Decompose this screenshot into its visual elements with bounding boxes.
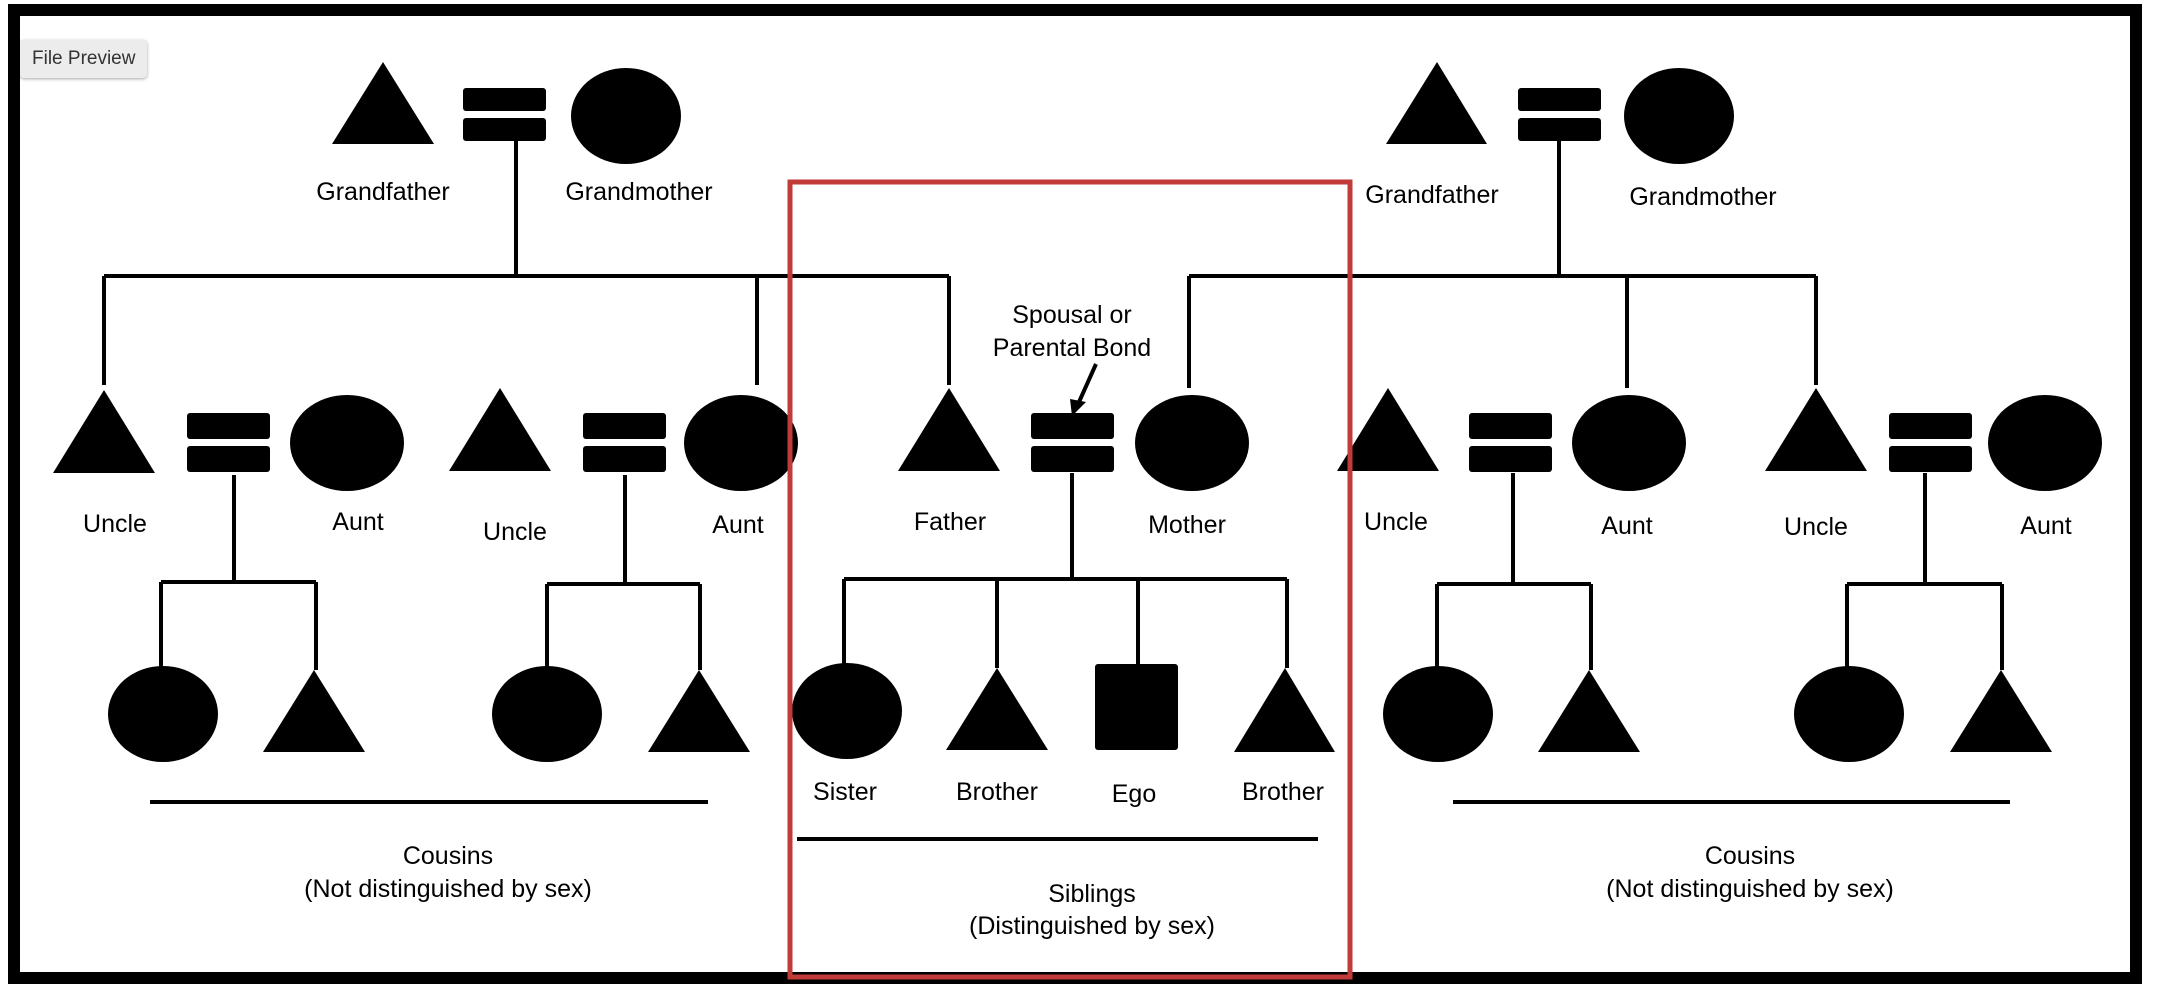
cousin-8-triangle bbox=[1950, 670, 2052, 752]
grandmother-left-circle bbox=[571, 68, 681, 164]
uncle-aunt-3-bond bbox=[1469, 413, 1552, 472]
cousins-left-label: Cousins bbox=[403, 842, 493, 870]
grandfather-left-triangle bbox=[332, 62, 434, 144]
grandfather-right-triangle bbox=[1386, 62, 1487, 144]
uncle-2-triangle bbox=[449, 388, 551, 471]
diagram-frame bbox=[8, 4, 2142, 984]
father-label: Father bbox=[914, 508, 986, 536]
grandfather-right-label: Grandfather bbox=[1365, 181, 1498, 209]
cousin-3-circle bbox=[492, 666, 602, 762]
grandmother-right-label: Grandmother bbox=[1629, 183, 1776, 211]
ego-label: Ego bbox=[1112, 780, 1156, 808]
aunt-4-circle bbox=[1988, 395, 2102, 491]
aunt-2-circle bbox=[684, 395, 798, 491]
mother-circle bbox=[1135, 395, 1249, 491]
grandparents-left-bond bbox=[463, 88, 546, 141]
sister-circle bbox=[792, 663, 902, 759]
bond-label-line2: Parental Bond bbox=[993, 334, 1151, 362]
father-triangle bbox=[898, 388, 1000, 471]
cousin-1-circle bbox=[108, 666, 218, 762]
brother-2-label: Brother bbox=[1242, 778, 1324, 806]
siblings-highlight-box bbox=[787, 179, 1353, 980]
file-preview-button[interactable]: File Preview bbox=[20, 40, 148, 78]
grandmother-left-label: Grandmother bbox=[565, 178, 712, 206]
aunt-2-label: Aunt bbox=[712, 511, 763, 539]
uncle-1-triangle bbox=[53, 390, 155, 473]
grandfather-left-label: Grandfather bbox=[316, 178, 449, 206]
aunt-1-label: Aunt bbox=[332, 508, 383, 536]
aunt-4-label: Aunt bbox=[2020, 512, 2071, 540]
brother-2-triangle bbox=[1234, 668, 1335, 752]
siblings-note: (Distinguished by sex) bbox=[969, 912, 1215, 940]
uncle-4-triangle bbox=[1765, 388, 1867, 471]
aunt-3-circle bbox=[1572, 395, 1686, 491]
cousins-left-note: (Not distinguished by sex) bbox=[304, 875, 592, 903]
brother-1-label: Brother bbox=[956, 778, 1038, 806]
aunt-3-label: Aunt bbox=[1601, 512, 1652, 540]
grandparents-right-bond bbox=[1518, 88, 1601, 141]
mother-label: Mother bbox=[1148, 511, 1226, 539]
cousins-right-label: Cousins bbox=[1705, 842, 1795, 870]
bond-label-line1: Spousal or bbox=[1012, 301, 1132, 329]
siblings-label: Siblings bbox=[1048, 880, 1136, 908]
ego-square bbox=[1095, 664, 1178, 750]
cousin-6-triangle bbox=[1538, 670, 1640, 752]
cousins-right-note: (Not distinguished by sex) bbox=[1606, 875, 1894, 903]
cousin-4-triangle bbox=[648, 670, 750, 752]
brother-1-triangle bbox=[946, 668, 1048, 750]
parents-bond bbox=[1031, 413, 1114, 472]
uncle-4-label: Uncle bbox=[1784, 513, 1848, 541]
aunt-1-circle bbox=[290, 395, 404, 491]
cousin-5-circle bbox=[1383, 666, 1493, 762]
uncle-2-label: Uncle bbox=[483, 518, 547, 546]
uncle-aunt-1-bond bbox=[187, 413, 270, 472]
bond-arrow-head bbox=[1070, 399, 1086, 416]
uncle-aunt-2-bond bbox=[583, 413, 666, 472]
connector-lines bbox=[102, 140, 2010, 841]
uncle-aunt-4-bond bbox=[1889, 413, 1972, 472]
grandmother-right-circle bbox=[1624, 68, 1734, 164]
uncle-1-label: Uncle bbox=[83, 510, 147, 538]
cousin-2-triangle bbox=[263, 670, 365, 752]
uncle-3-label: Uncle bbox=[1364, 508, 1428, 536]
sister-label: Sister bbox=[813, 778, 877, 806]
cousin-7-circle bbox=[1794, 666, 1904, 762]
uncle-3-triangle bbox=[1337, 388, 1439, 471]
